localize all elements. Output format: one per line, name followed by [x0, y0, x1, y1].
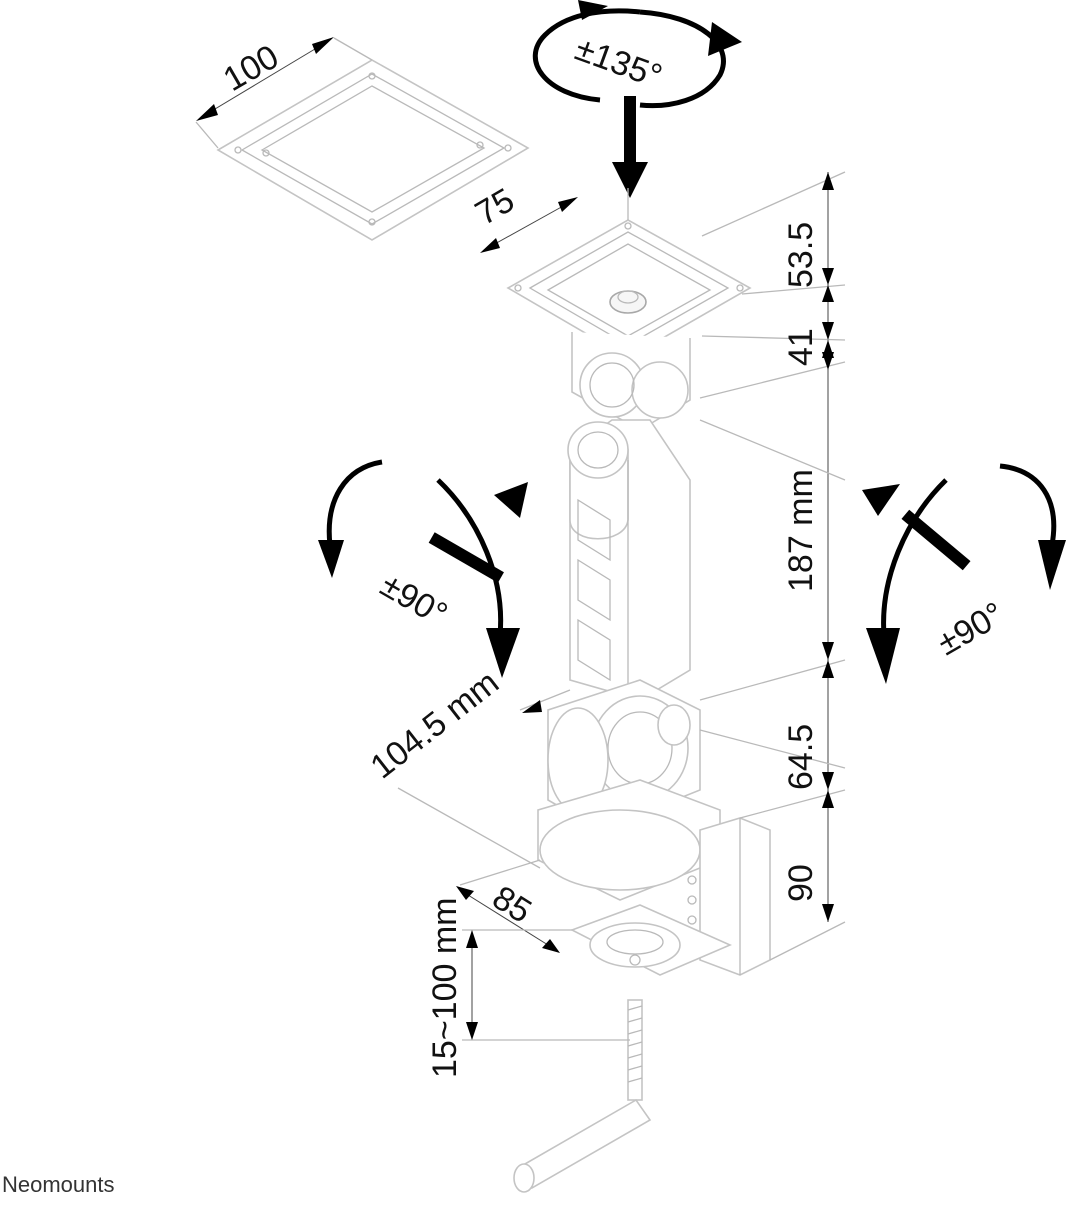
head-joint: [571, 332, 691, 431]
dim-height-elbow: 64.5: [782, 724, 820, 790]
vesa-plate-100: [216, 59, 530, 241]
dim-height-head: 41: [782, 328, 820, 366]
dim-clamp-range: 15~100 mm: [426, 898, 630, 1079]
dim-clamp-range-label: 15~100 mm: [426, 898, 464, 1079]
dim-vesa-75: 75: [469, 181, 578, 253]
elbow-joint: [547, 679, 701, 831]
tilt-left-label: ±90°: [374, 566, 454, 634]
tilt-left-rotation: ±90°: [318, 459, 528, 678]
dim-clamp-width-label: 85: [486, 879, 538, 931]
swivel-rotation: ±135°: [532, 0, 742, 109]
mount-direction-arrow: [612, 96, 648, 198]
clamp-screw: [513, 999, 652, 1193]
dim-vesa-100-label: 100: [217, 38, 285, 99]
vesa-plate-75: [506, 188, 752, 359]
tilt-right-rotation: ±90°: [862, 463, 1066, 684]
dim-height-plate: 53.5: [782, 222, 820, 288]
clamp-base: [537, 779, 771, 976]
swivel-label: ±135°: [570, 30, 667, 96]
upper-arm: [567, 419, 691, 701]
dim-height-clamp: 90: [782, 864, 820, 902]
dim-height-arm: 187 mm: [782, 469, 820, 592]
brand-logo: Neomounts: [2, 1172, 115, 1197]
height-dimensions: 53.5 41 187 mm 64.5 90: [699, 171, 846, 961]
dim-vesa-75-label: 75: [469, 181, 521, 233]
tilt-right-label: ±90°: [931, 595, 1011, 663]
dim-arm-depth-label: 104.5 mm: [364, 663, 507, 786]
